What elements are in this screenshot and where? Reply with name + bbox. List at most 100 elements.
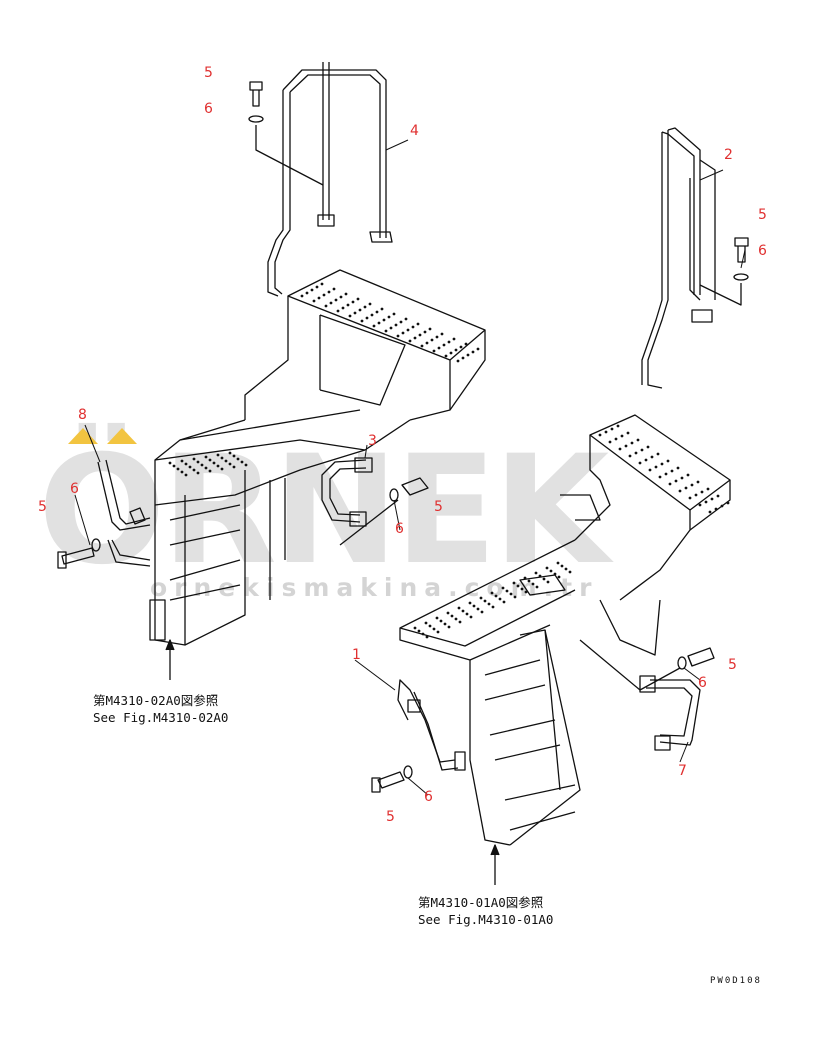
perforation-dot: [490, 591, 494, 595]
perforation-dot: [196, 460, 200, 464]
perforation-dot: [196, 471, 200, 475]
perforation-dot: [370, 313, 374, 317]
perforation-dot: [387, 315, 391, 319]
perforation-dot: [465, 612, 469, 616]
perforation-dot: [608, 440, 612, 444]
perforation-dot: [720, 504, 724, 508]
perforation-dot: [676, 466, 680, 470]
perforation-dot: [425, 341, 429, 345]
perforation-dot: [220, 456, 224, 460]
callout-6: 6: [70, 481, 79, 497]
perforation-dot: [389, 326, 393, 330]
perforation-dot: [454, 348, 458, 352]
perforation-dot: [556, 561, 560, 565]
perforation-dot: [339, 295, 343, 299]
perforation-dot: [365, 316, 369, 320]
perforation-dot: [640, 448, 644, 452]
perforation-dot: [216, 464, 220, 468]
perforation-dot: [220, 467, 224, 471]
perforation-dot: [184, 473, 188, 477]
perforation-dot: [392, 312, 396, 316]
perforation-dot: [168, 461, 172, 465]
perforation-dot: [624, 444, 628, 448]
perforation-dot: [698, 503, 702, 507]
perforation-dot: [628, 454, 632, 458]
perforation-dot: [382, 318, 386, 322]
perforation-dot: [668, 482, 672, 486]
perforation-dot: [435, 616, 439, 620]
perforation-dot: [420, 344, 424, 348]
perforation-dot: [408, 339, 412, 343]
perforation-dot: [351, 300, 355, 304]
perforation-dot: [232, 465, 236, 469]
perforation-dot: [457, 606, 461, 610]
perforation-dot: [212, 461, 216, 465]
perforation-dot: [516, 584, 520, 588]
callout-2: 2: [724, 147, 733, 163]
perforation-dot: [654, 465, 658, 469]
handle-right-rear: [639, 675, 701, 751]
perforation-dot: [483, 599, 487, 603]
perforation-dot: [346, 303, 350, 307]
perforation-dot: [688, 496, 692, 500]
perforation-dot: [208, 469, 212, 473]
perforation-dot: [396, 334, 400, 338]
perforation-dot: [461, 356, 465, 360]
perforation-dot: [684, 486, 688, 490]
perforation-dot: [664, 472, 668, 476]
perforation-dot: [315, 285, 319, 289]
perforation-dot: [638, 461, 642, 465]
perforation-dot: [726, 501, 730, 505]
perforation-dot: [332, 287, 336, 291]
handrail-right-upper: [641, 127, 716, 389]
perforation-dot: [435, 335, 439, 339]
perforation-dot: [424, 621, 428, 625]
perforation-dot: [524, 590, 528, 594]
perforation-dot: [469, 615, 473, 619]
perforation-dot: [399, 320, 403, 324]
perforation-dot: [480, 610, 484, 614]
perforation-dot: [487, 602, 491, 606]
perforation-dot: [501, 586, 505, 590]
perforation-dot: [716, 494, 720, 498]
perforation-dot: [471, 350, 475, 354]
perforation-dot: [498, 597, 502, 601]
callout-1: 1: [352, 647, 361, 663]
perforation-dot: [658, 475, 662, 479]
perforation-dot: [620, 434, 624, 438]
perforation-dot: [324, 304, 328, 308]
perforation-dot: [560, 564, 564, 568]
perforation-dot: [494, 594, 498, 598]
perforation-dot: [714, 507, 718, 511]
perforation-dot: [531, 582, 535, 586]
reference-note-right-jp: 第M4310-01A0図参照: [418, 895, 544, 910]
perforation-dot: [545, 566, 549, 570]
perforation-dot: [458, 620, 462, 624]
perforation-dot: [430, 338, 434, 342]
perforation-dot: [604, 430, 608, 434]
handrail-left-upper: [267, 62, 393, 297]
perforation-dot: [437, 346, 441, 350]
perforation-dot: [341, 306, 345, 310]
perforation-dot: [413, 626, 417, 630]
perforation-dot: [240, 460, 244, 464]
handle-left-side: [321, 457, 373, 527]
perforation-dot: [384, 329, 388, 333]
perforation-dot: [184, 462, 188, 466]
perforation-dot: [650, 455, 654, 459]
perforation-dot: [461, 609, 465, 613]
ref-arrow-left: [165, 639, 175, 680]
leader-lines: [74, 139, 746, 796]
perforation-dot: [440, 332, 444, 336]
callout-6: 6: [758, 243, 767, 259]
perforation-dot: [312, 299, 316, 303]
perforation-dot: [690, 483, 694, 487]
perforation-dot: [192, 457, 196, 461]
watermark-url: ornekismakina.com.tr: [150, 573, 599, 602]
perforation-dot: [710, 497, 714, 501]
perforation-dot: [348, 314, 352, 318]
perforation-dot: [442, 343, 446, 347]
perforation-dot: [363, 305, 367, 309]
perforation-dot: [447, 340, 451, 344]
perforation-dot: [459, 345, 463, 349]
